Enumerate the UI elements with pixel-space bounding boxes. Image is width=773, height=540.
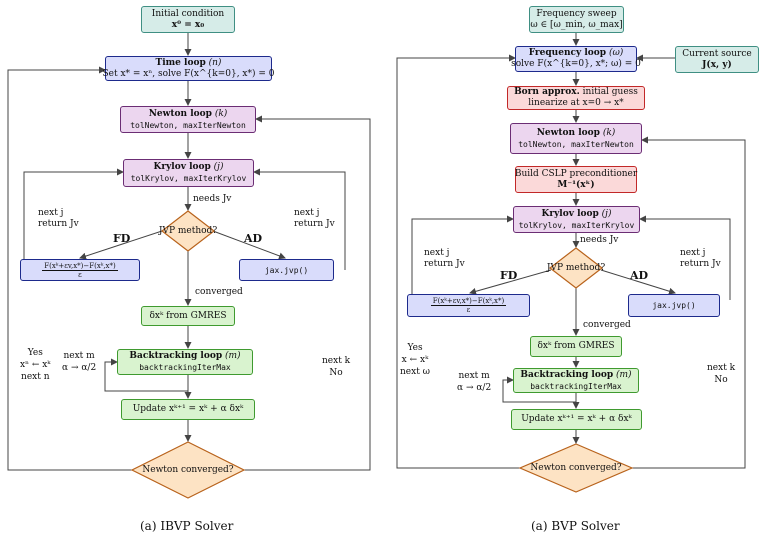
ad-box-left: jax.jvp() [239, 259, 334, 281]
fd-box-right: F(xᵏ+εv,x*)−F(xᵏ,x*) ε [407, 294, 530, 317]
needs-jv-label-right: needs Jv [580, 235, 619, 245]
krylov-loop-box-left: Krylov loop (j) tolKrylov, maxIterKrylov [123, 159, 254, 187]
newton-converged-diamond-right [518, 443, 634, 493]
time-loop-box: Time loop (n) Set x* = xⁿ, solve F(x^{k=… [102, 56, 275, 81]
jvp-diamond-right [549, 247, 603, 289]
yes-label-left: Yes xⁿ ← xᵏ next n [20, 348, 51, 382]
needs-jv-label-left: needs Jv [193, 194, 232, 204]
jvp-question-right: JVP method? [546, 263, 606, 273]
frequency-sweep-box: Frequency sweep ω ∈ [ω_min, ω_max] [529, 6, 624, 33]
born-approx-box: Born approx. initial guess linearize at … [507, 86, 645, 110]
backtracking-box-left: Backtracking loop (m) backtrackingIterMa… [117, 349, 253, 375]
next-m-label-right: next m α → α/2 [457, 371, 492, 393]
caption-right: (a) BVP Solver [531, 519, 620, 533]
frequency-loop-box: Frequency loop (ω) solve F(x^{k=0}, x*; … [511, 46, 641, 72]
backtracking-box-right: Backtracking loop (m) backtrackingIterMa… [513, 368, 639, 393]
next-m-label-left: next m α → α/2 [62, 351, 97, 373]
next-j-label-left-ad: next j return Jv [294, 208, 335, 229]
converged-label-right: converged [583, 320, 631, 330]
current-source-box: Current source J(x, y) [675, 46, 759, 73]
newton-converged-diamond-left [130, 441, 246, 499]
newton-converged-text-left: Newton converged? [142, 465, 234, 475]
caption-left: (a) IBVP Solver [140, 519, 234, 533]
initial-condition-box: Initial condition x⁰ = x₀ [141, 6, 235, 33]
next-k-label-right: next k No [707, 363, 736, 385]
ad-label-left: AD [244, 232, 263, 245]
fd-label-left: FD [113, 232, 131, 245]
update-box-left: Update xᵏ⁺¹ = xᵏ + α δxᵏ [121, 399, 255, 420]
next-j-label-left: next j return Jv [38, 208, 79, 229]
newton-loop-box-right: Newton loop (k) tolNewton, maxIterNewton [510, 123, 642, 154]
fd-box-left: F(xᵏ+εv,x*)−F(xᵏ,x*) ε [20, 259, 140, 281]
yes-label-right: Yes x ← xᵏ next ω [400, 343, 431, 377]
newton-loop-box-left: Newton loop (k) tolNewton, maxIterNewton [120, 106, 256, 133]
next-j-label-right-ad: next j return Jv [680, 248, 721, 269]
newton-converged-text-right: Newton converged? [530, 463, 622, 473]
fd-label-right: FD [500, 269, 518, 282]
converged-label-left: converged [195, 287, 243, 297]
jvp-question-left: JVP method? [158, 226, 218, 236]
next-k-label-left: next k No [322, 356, 351, 378]
gmres-box-left: δxᵏ from GMRES [141, 306, 235, 326]
cslp-preconditioner-box: Build CSLP preconditioner M⁻¹(xᵏ) [515, 166, 637, 193]
update-box-right: Update xᵏ⁺¹ = xᵏ + α δxᵏ [511, 409, 642, 430]
krylov-loop-box-right: Krylov loop (j) tolKrylov, maxIterKrylov [513, 206, 640, 233]
jvp-diamond-left [161, 210, 215, 252]
gmres-box-right: δxᵏ from GMRES [530, 336, 622, 357]
next-j-label-right: next j return Jv [424, 248, 465, 269]
ad-box-right: jax.jvp() [628, 294, 720, 317]
ad-label-right: AD [630, 269, 649, 282]
